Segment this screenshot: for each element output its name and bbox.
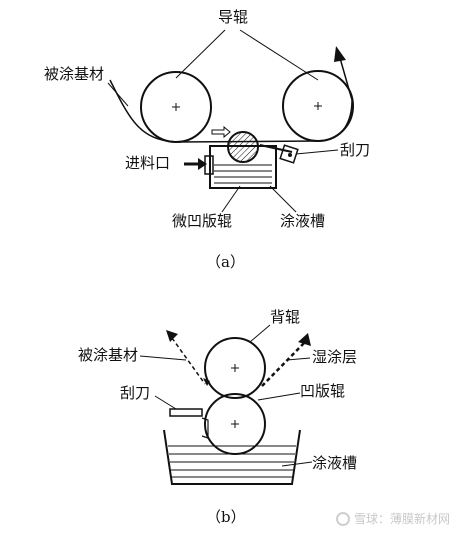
guide-roll-pointer-right	[239, 29, 319, 81]
guide-roll-label: 导辊	[218, 8, 249, 26]
watermark: 雪球：薄膜新材网	[335, 512, 450, 526]
inlet-label: 进料口	[125, 154, 171, 172]
guide-roll-pointer-left	[175, 29, 226, 79]
doctor-blade-a	[259, 144, 339, 164]
wet-coating-label: 湿涂层	[312, 348, 358, 366]
substrate-label-a: 被涂基材	[44, 65, 105, 83]
snowball-icon	[335, 512, 350, 526]
gravure-roll-pointer-b	[257, 392, 301, 401]
wet-coating-out	[261, 333, 311, 387]
caption-b: （b）	[206, 508, 246, 526]
tank-pointer-b	[281, 461, 313, 467]
substrate-in-b	[139, 330, 210, 386]
gravure-roll-label-a: 微凹版辊	[172, 212, 233, 230]
blade-label-a: 刮刀	[340, 141, 371, 159]
substrate-pointer	[107, 82, 129, 107]
gravure-roll-pointer	[221, 185, 241, 213]
inlet-arrow	[184, 158, 207, 170]
substrate-label-b: 被涂基材	[78, 346, 139, 364]
web-direction-arrow	[211, 125, 231, 139]
doctor-blade-b	[154, 395, 209, 439]
gravure-roll-label-b: 凹版辊	[300, 382, 346, 400]
tank-label-b: 涂液槽	[312, 454, 358, 472]
backing-roll-pointer	[249, 324, 271, 343]
blade-label-b: 刮刀	[120, 384, 151, 402]
tank-label-a: 涂液槽	[280, 212, 326, 230]
caption-a: （a）	[206, 253, 245, 271]
substrate-web	[109, 57, 353, 143]
backing-roll	[204, 337, 266, 399]
tank-pointer	[269, 185, 297, 213]
micro-gravure-roll	[227, 131, 259, 163]
diagram-a	[107, 29, 354, 213]
watermark-text: 雪球：薄膜新材网	[353, 512, 450, 526]
diagram-b	[139, 324, 313, 485]
coating-tank-b	[163, 429, 313, 485]
backing-roll-label: 背辊	[270, 308, 301, 326]
